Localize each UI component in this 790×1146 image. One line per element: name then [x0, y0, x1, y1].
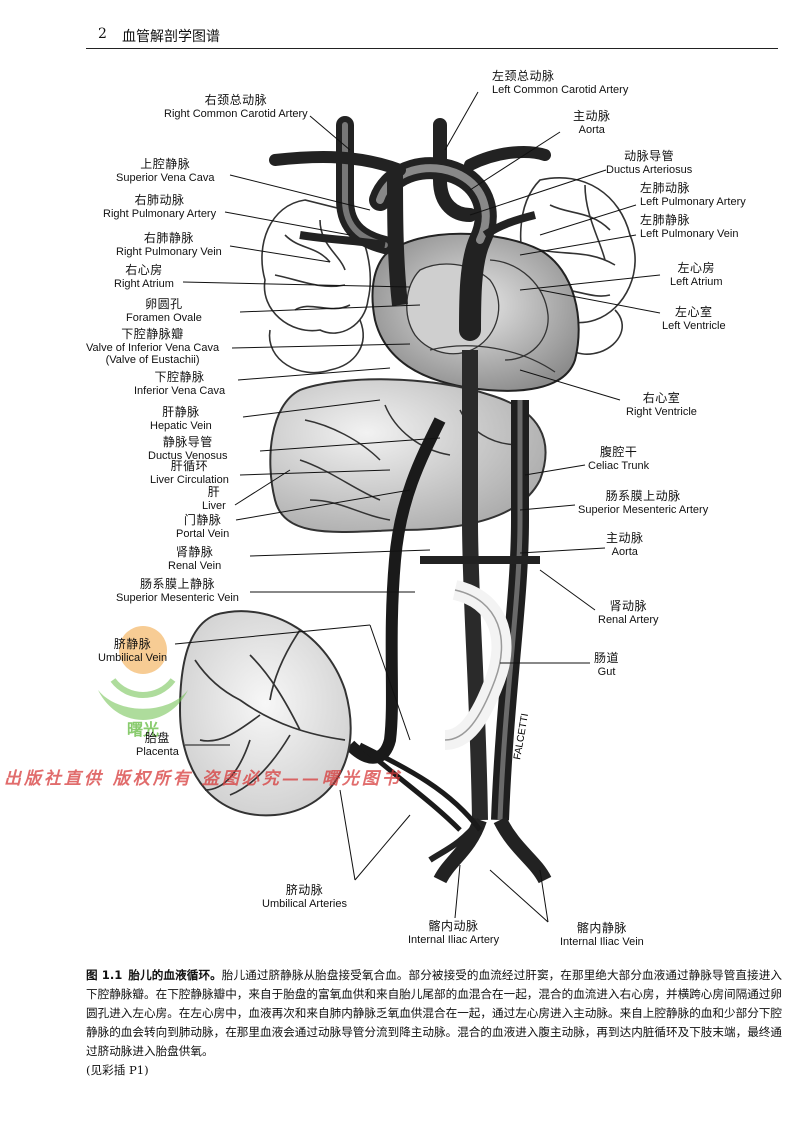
page-header: 2 血管解剖学图谱	[0, 0, 790, 50]
figure-caption-note: (见彩插 P1)	[86, 1063, 149, 1077]
watermark-logo: 曙光	[98, 626, 188, 739]
watermark-text: 出版社直供 版权所有 盗图必究——曙光图书	[4, 769, 402, 789]
header-rule	[86, 48, 778, 49]
book-title: 血管解剖学图谱	[122, 29, 220, 45]
placenta	[178, 610, 352, 817]
figure-id: 图 1.1	[86, 968, 123, 982]
gut-outline	[444, 589, 503, 741]
page-number: 2	[98, 26, 107, 42]
great-vessels	[269, 116, 551, 341]
figure-title: 胎儿的血液循环。	[128, 968, 222, 982]
watermark-logo-text: 曙光	[127, 720, 159, 739]
fetal-circulation-illustration: FALCETTI	[174, 91, 661, 923]
figure-caption-body: 胎儿通过脐静脉从胎盘接受氧合血。部分被接受的血流经过肝窦，在那里绝大部分血液通过…	[86, 968, 782, 1058]
leader-lines	[174, 91, 661, 923]
right-lung-network	[261, 199, 371, 374]
aorta-ivc	[420, 350, 552, 884]
figure-caption: 图 1.1 胎儿的血液循环。胎儿通过脐静脉从胎盘接受氧合血。部分被接受的血流经过肝…	[86, 966, 782, 1080]
